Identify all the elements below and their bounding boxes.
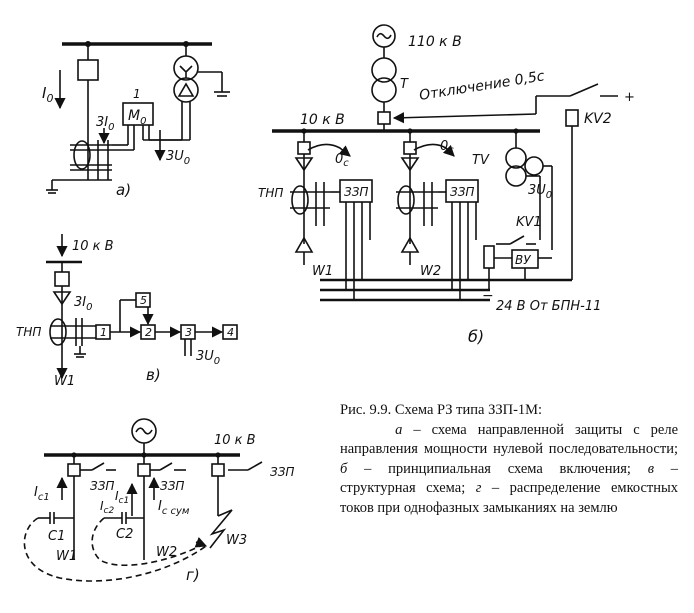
zzp-g-3-label: ЗЗП [270,465,294,479]
c2-label: C2 [116,527,133,542]
subdiagram-g: 10 к В ЗЗП Ic1 C1 W1 ЗЗП Ic1 Ic сум [23,418,294,584]
three-uo-v-label: 3U0 [196,349,220,367]
subdiagram-b: 110 к В T Отключение 0,5с + KV2 10 к В W… [258,24,635,346]
fault-zigzag [209,509,233,549]
caption-title: Рис. 9.9. Схема РЗ типа ЗЗП-1М: [340,402,543,418]
voltage-110-label: 110 к В [408,34,462,50]
breaker-g-2 [137,463,151,477]
vu-label: ВУ [515,253,531,267]
relay-m0 [122,102,154,126]
t-label: T [400,77,409,92]
io-label: I0 [42,84,53,105]
block-5-label: 5 [140,294,147,307]
relay-number: 1 [133,87,141,101]
zzp-2 [445,179,479,203]
tnp-b-label: ТНП [258,186,283,200]
breaker-g-1 [67,463,81,477]
voltage-10-v-label: 10 к В [72,239,114,254]
zzp-1 [339,179,373,203]
subdiagram-v: 10 к В 3I0 ТНП W1 1 2 5 3 4 3 [16,234,238,389]
breaker-feeder-2 [403,141,417,155]
three-uo-label: 3U0 [166,149,190,167]
voltage-10-b-label: 10 к В [300,112,345,128]
three-io-v-label: 3I0 [74,295,92,313]
current-path-1 [23,517,207,582]
tnp-v-label: ТНП [16,325,41,339]
three-io-label: 3I0 [96,115,114,133]
breaker-feeder-1 [297,141,311,155]
relay-kv2 [565,109,579,127]
kv2-label: KV2 [584,111,612,127]
voltage-transformer-a [173,55,199,81]
w1-g-label: W1 [56,549,77,564]
caption-item-v-text: – структурная схема; [340,460,679,497]
w3-g-label: W3 [226,533,247,548]
block-2-label: 2 [145,326,152,339]
subdiagram-v-label: в) [146,366,161,384]
resistor-vu [483,245,495,269]
icsum-label: Ic сум [158,499,190,517]
block-4 [222,324,238,340]
caption-item-b-letter: б [340,460,348,477]
zzp-g-2-label: ЗЗП [160,479,184,493]
three-uo-b-label: 3U0 [528,183,552,201]
tv-label: TV [472,153,490,168]
caption-item-b-text: – принципиальная схема включения; [347,460,648,477]
tnp-v [49,318,67,346]
ic2-label: Ic2 [100,499,114,516]
voltage-transformer-tv [505,147,527,169]
block-4-label: 4 [227,326,234,339]
oc1-label: 0c [335,152,349,169]
caption-item-v-letter: в [647,460,654,477]
current-transformer-a [73,140,91,170]
transformer-t [371,57,397,83]
kv1-label: KV1 [516,215,542,230]
w2-g-label: W2 [156,545,177,560]
tnp-1 [291,185,309,215]
breaker-g-3 [211,463,225,477]
zzp-g-1-label: ЗЗП [90,479,114,493]
caption-item-a-text: – схема направленной защиты с реле напра… [340,421,679,458]
supply-label: 24 В От БПН-11 [496,299,601,314]
zzp-1-label: ЗЗП [344,185,368,199]
w1-b-label: W1 [312,264,333,279]
caption-item-g-text: – распределение емкостных токов при одно… [340,480,679,516]
w1-v-label: W1 [54,374,75,389]
oc2-label: 0c [440,139,454,156]
subdiagram-b-label: б) [468,327,484,346]
block-1-label: 1 [100,326,107,339]
caption-item-g-letter: г [475,480,482,497]
ic1-label: Ic1 [34,485,50,503]
current-path-2 [91,517,205,566]
plus-label: + [624,90,635,105]
breaker-q [377,111,391,125]
breaker-v [54,271,70,287]
breaker-a [77,59,99,81]
relay-m0-label: M0 [128,108,146,127]
subdiagram-a: I0 M0 1 3I0 3U0 [42,41,230,199]
block-3-label: 3 [185,326,192,339]
tnp-2 [397,185,415,215]
ic1b-label: Ic1 [115,489,129,506]
figure-caption: Рис. 9.9. Схема РЗ типа ЗЗП-1М: а – схем… [340,401,678,519]
subdiagram-g-label: г) [186,566,200,584]
minus-label: − [482,288,494,304]
zzp-2-label: ЗЗП [450,185,474,199]
trip-label: Отключение 0,5с [418,68,546,104]
voltage-10-g-label: 10 к В [214,433,256,448]
caption-item-a-letter: а [395,421,403,438]
subdiagram-a-label: a) [116,181,131,199]
c1-label: C1 [48,529,65,544]
w2-b-label: W2 [420,264,441,279]
